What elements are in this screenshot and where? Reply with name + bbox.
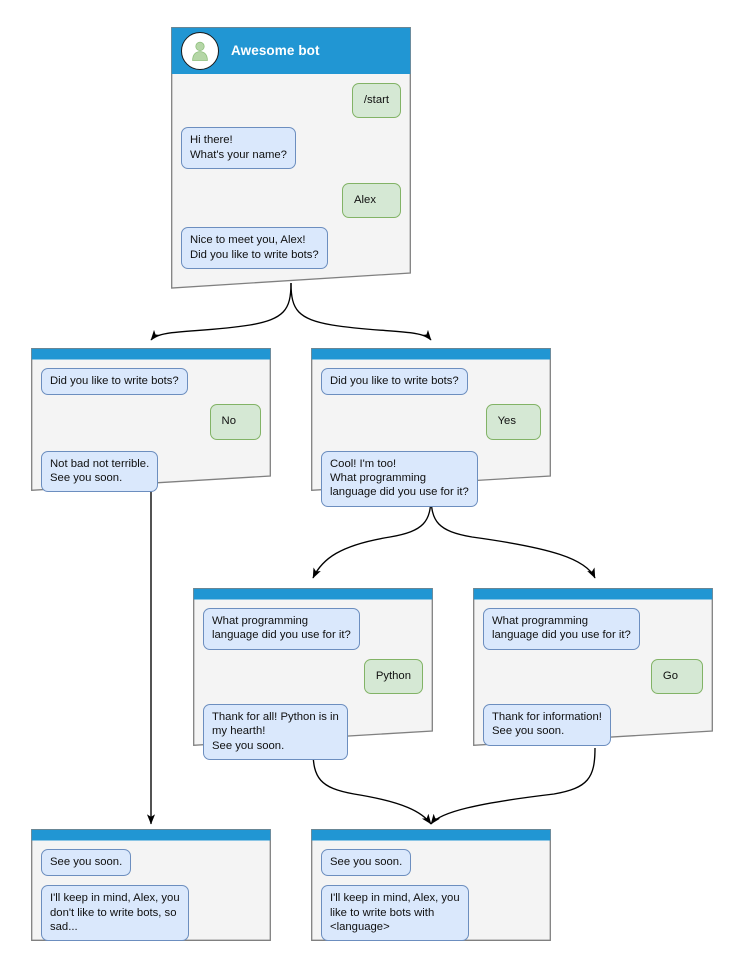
chat-node-python-branch[interactable]: What programming language did you use fo… [193, 588, 433, 761]
chat-area-root: /start Hi there! What's your name? Alex … [171, 74, 411, 278]
node-header-bar [31, 829, 271, 840]
message-row: See you soon. [41, 849, 261, 877]
bot-message-bubble[interactable]: I'll keep in mind, Alex, you like to wri… [321, 885, 469, 942]
bot-message-bubble[interactable]: Hi there! What's your name? [181, 127, 296, 170]
bot-message-bubble[interactable]: See you soon. [41, 849, 132, 877]
node-header-bar [473, 588, 713, 599]
chat-area-end-sad: See you soon. I'll keep in mind, Alex, y… [31, 840, 271, 950]
bot-message-bubble[interactable]: Cool! I'm too! What programming language… [321, 450, 478, 507]
message-row: /start [181, 83, 401, 119]
message-row: Did you like to write bots? [41, 368, 261, 396]
user-message-bubble[interactable]: Yes [485, 404, 541, 440]
bot-message-bubble[interactable]: Not bad not terrible. See you soon. [41, 450, 159, 493]
message-row: Thank for information! See you soon. [483, 704, 703, 746]
chat-area-python-branch: What programming language did you use fo… [193, 599, 433, 769]
node-header-bar [193, 588, 433, 599]
bot-message-bubble[interactable]: Nice to meet you, Alex! Did you like to … [181, 227, 328, 270]
node-header-bar [311, 829, 551, 840]
message-row: I'll keep in mind, Alex, you like to wri… [321, 885, 541, 942]
message-row: Nice to meet you, Alex! Did you like to … [181, 227, 401, 270]
message-row: What programming language did you use fo… [203, 608, 423, 650]
bot-message-bubble[interactable]: Did you like to write bots? [321, 368, 468, 396]
node-header-bar [31, 348, 271, 359]
chat-node-root[interactable]: Awesome bot /start Hi there! What's your… [171, 27, 411, 289]
person-avatar-icon [181, 31, 219, 70]
message-row: I'll keep in mind, Alex, you don't like … [41, 885, 261, 942]
message-row: Go [483, 658, 703, 695]
chat-node-end-sad[interactable]: See you soon. I'll keep in mind, Alex, y… [31, 829, 271, 942]
chat-node-end-happy[interactable]: See you soon. I'll keep in mind, Alex, y… [311, 829, 551, 942]
user-message-bubble[interactable]: Go [650, 658, 703, 695]
message-row: What programming language did you use fo… [483, 608, 703, 650]
edge-go-to-end-happy [430, 747, 596, 825]
chat-node-go-branch[interactable]: What programming language did you use fo… [473, 588, 713, 746]
message-row: Alex [181, 183, 401, 219]
chat-area-no-branch: Did you like to write bots? No Not bad n… [31, 359, 271, 501]
chat-area-end-happy: See you soon. I'll keep in mind, Alex, y… [311, 840, 551, 950]
bot-message-bubble[interactable]: Did you like to write bots? [41, 368, 188, 396]
bot-message-bubble[interactable]: Thank for information! See you soon. [483, 704, 611, 746]
bot-title: Awesome bot [231, 43, 320, 58]
chat-node-no-branch[interactable]: Did you like to write bots? No Not bad n… [31, 348, 271, 493]
node-header-bar [311, 348, 551, 359]
bot-message-bubble[interactable]: I'll keep in mind, Alex, you don't like … [41, 885, 189, 942]
bot-message-bubble[interactable]: What programming language did you use fo… [203, 608, 360, 650]
node-titlebar: Awesome bot [171, 27, 411, 74]
message-row: Thank for all! Python is in my hearth! S… [203, 704, 423, 761]
message-row: Did you like to write bots? [321, 368, 541, 396]
chat-node-yes-branch[interactable]: Did you like to write bots? Yes Cool! I'… [311, 348, 551, 507]
bot-message-bubble[interactable]: See you soon. [321, 849, 412, 877]
message-row: Yes [321, 404, 541, 440]
bot-message-bubble[interactable]: Thank for all! Python is in my hearth! S… [203, 704, 348, 761]
message-row: Python [203, 658, 423, 695]
edge-root-to-no [150, 282, 292, 341]
message-row: Cool! I'm too! What programming language… [321, 450, 541, 507]
user-message-bubble[interactable]: Python [363, 658, 423, 695]
message-row: Hi there! What's your name? [181, 127, 401, 170]
chat-area-go-branch: What programming language did you use fo… [473, 599, 713, 755]
message-row: See you soon. [321, 849, 541, 877]
user-message-bubble[interactable]: /start [351, 83, 401, 119]
bot-message-bubble[interactable]: What programming language did you use fo… [483, 608, 640, 650]
user-message-bubble[interactable]: No [209, 404, 261, 440]
message-row: No [41, 404, 261, 440]
user-message-bubble[interactable]: Alex [342, 183, 401, 219]
message-row: Not bad not terrible. See you soon. [41, 450, 261, 493]
edge-root-to-yes [290, 282, 432, 341]
chat-area-yes-branch: Did you like to write bots? Yes Cool! I'… [311, 359, 551, 516]
